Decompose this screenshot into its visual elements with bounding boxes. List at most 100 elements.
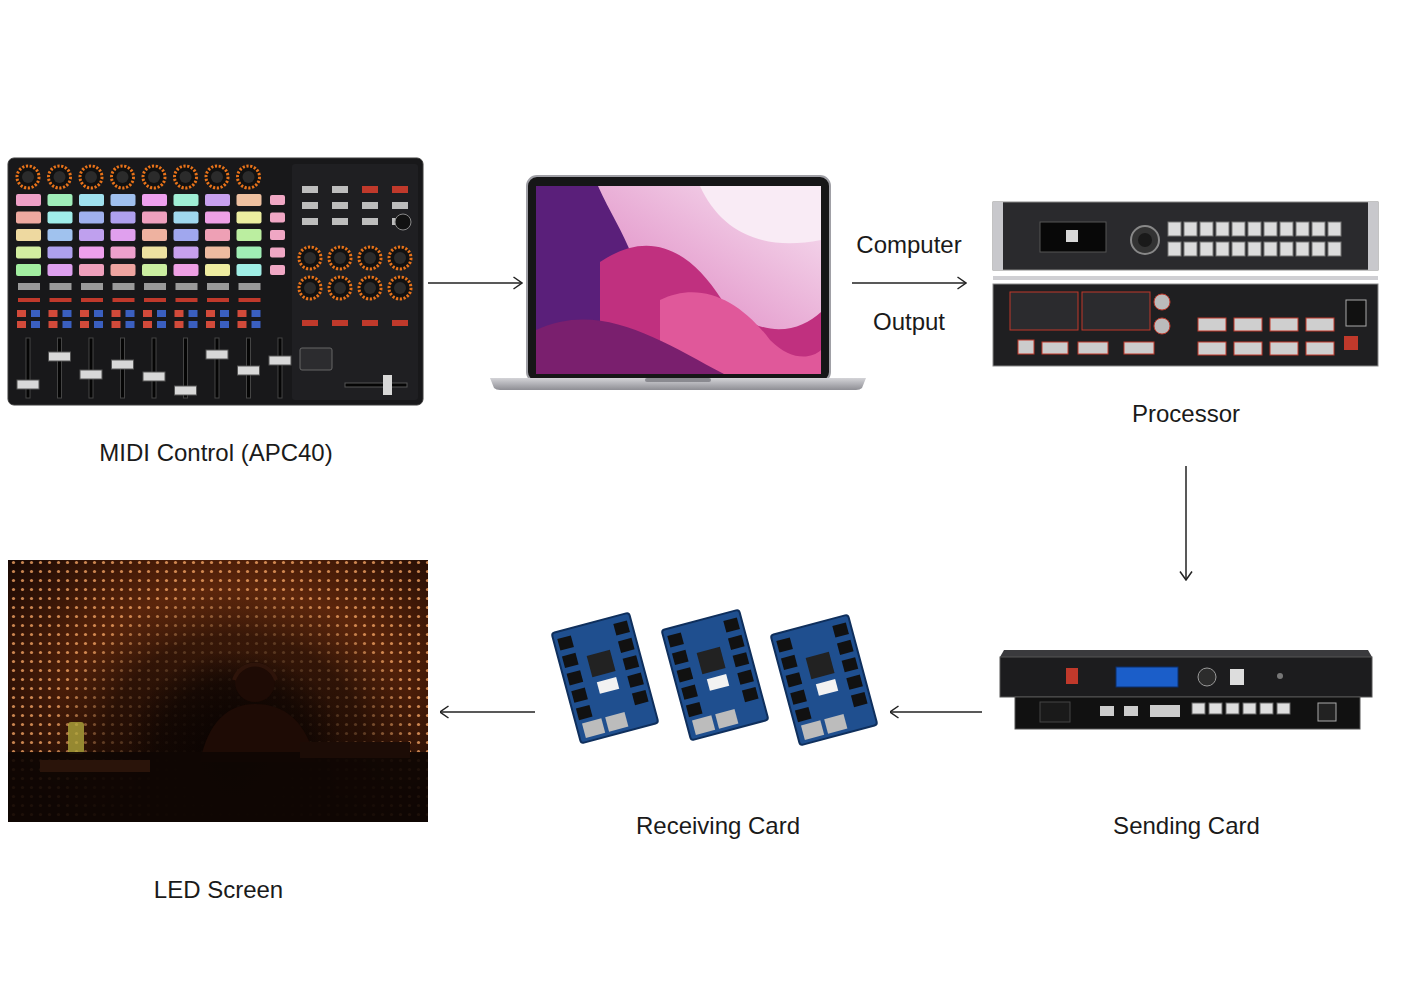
knob <box>299 277 321 299</box>
device-node: MIDI Control (APC40) <box>8 158 424 478</box>
panel-button <box>1168 242 1181 256</box>
receiving-card <box>552 613 659 744</box>
fader-cap <box>175 386 197 395</box>
pad <box>16 264 41 276</box>
header <box>567 670 584 685</box>
sending-card-box-part <box>1230 669 1244 685</box>
knob <box>359 277 381 299</box>
small-button <box>220 321 229 328</box>
knob-cap <box>394 252 406 264</box>
led-screen-photo-part <box>40 760 150 772</box>
laptop-illustration-part <box>536 186 821 374</box>
fader-cap <box>238 366 260 375</box>
panel-button <box>1264 242 1277 256</box>
panel-button <box>1312 222 1325 236</box>
panel-button <box>1248 222 1261 236</box>
laptop-illustration-part <box>490 378 866 390</box>
track-button <box>50 283 72 290</box>
pad <box>111 247 136 259</box>
panel-button <box>1328 242 1341 256</box>
knob-cap <box>364 282 376 294</box>
small-button <box>238 310 247 317</box>
track-button <box>144 283 166 290</box>
pad <box>237 194 262 206</box>
signal-arrow <box>890 711 982 713</box>
pad <box>48 247 73 259</box>
control-button <box>332 218 348 225</box>
header <box>562 653 579 668</box>
pad <box>142 212 167 224</box>
pad <box>48 212 73 224</box>
sending-card-box-part <box>1150 705 1180 717</box>
knob <box>49 166 71 188</box>
dvi-port <box>1270 342 1298 355</box>
laptop-illustration-part <box>700 186 821 243</box>
track-led <box>144 298 166 302</box>
panel-button <box>1168 222 1181 236</box>
panel-button <box>1232 242 1245 256</box>
video-processor-part <box>1078 342 1108 354</box>
device-caption: MIDI Control (APC40) <box>99 438 332 468</box>
signal-arrow <box>440 711 535 713</box>
header <box>627 673 644 688</box>
small-button <box>220 310 229 317</box>
fader-cap <box>206 350 228 359</box>
panel-button <box>1184 222 1197 236</box>
panel-button <box>1200 242 1213 256</box>
pad <box>48 264 73 276</box>
pad <box>79 194 104 206</box>
control-button <box>392 202 408 209</box>
knob <box>329 277 351 299</box>
pad <box>142 247 167 259</box>
header <box>832 622 849 637</box>
track-led <box>50 298 72 302</box>
sending-card-box-part <box>1100 706 1114 716</box>
signal-arrow <box>852 282 966 284</box>
track-button <box>239 283 261 290</box>
dvi-port <box>1234 318 1262 331</box>
ethernet-port <box>1277 703 1290 714</box>
pad <box>16 194 41 206</box>
dvi-port <box>1234 342 1262 355</box>
small-button <box>175 310 184 317</box>
device-node: LED Screen <box>8 558 429 908</box>
video-processor-part <box>1010 292 1078 330</box>
laptop-illustration-part <box>645 378 711 382</box>
small-button <box>126 310 135 317</box>
header <box>613 620 630 635</box>
pcb <box>662 610 769 741</box>
crossfader-track <box>345 383 407 387</box>
device-node <box>527 176 830 390</box>
video-processor-part <box>1131 226 1159 254</box>
panel-button <box>1200 222 1213 236</box>
header <box>851 692 868 707</box>
panel-button <box>1216 242 1229 256</box>
sticker <box>816 679 838 696</box>
control-button <box>362 186 378 193</box>
track-button <box>207 283 229 290</box>
pad <box>237 264 262 276</box>
control-button <box>302 320 318 326</box>
header <box>618 638 635 653</box>
pad <box>205 229 230 241</box>
knob <box>80 166 102 188</box>
header <box>672 650 689 665</box>
sending-card-box-part <box>1116 667 1178 687</box>
sending-card-box-part <box>1040 702 1070 722</box>
header <box>728 635 745 650</box>
knob-cap <box>304 282 316 294</box>
control-button <box>392 320 408 326</box>
apc40-controller <box>8 158 423 405</box>
small-button <box>252 321 261 328</box>
fader-track <box>152 338 156 398</box>
video-processor-part <box>1138 233 1152 247</box>
cue-knob <box>395 214 411 230</box>
header <box>790 690 807 705</box>
pad <box>79 264 104 276</box>
video-processor-part <box>1154 318 1170 334</box>
track-button <box>176 283 198 290</box>
receiving-card <box>662 610 769 741</box>
track-led <box>239 298 261 302</box>
pad <box>111 229 136 241</box>
knob <box>112 166 134 188</box>
